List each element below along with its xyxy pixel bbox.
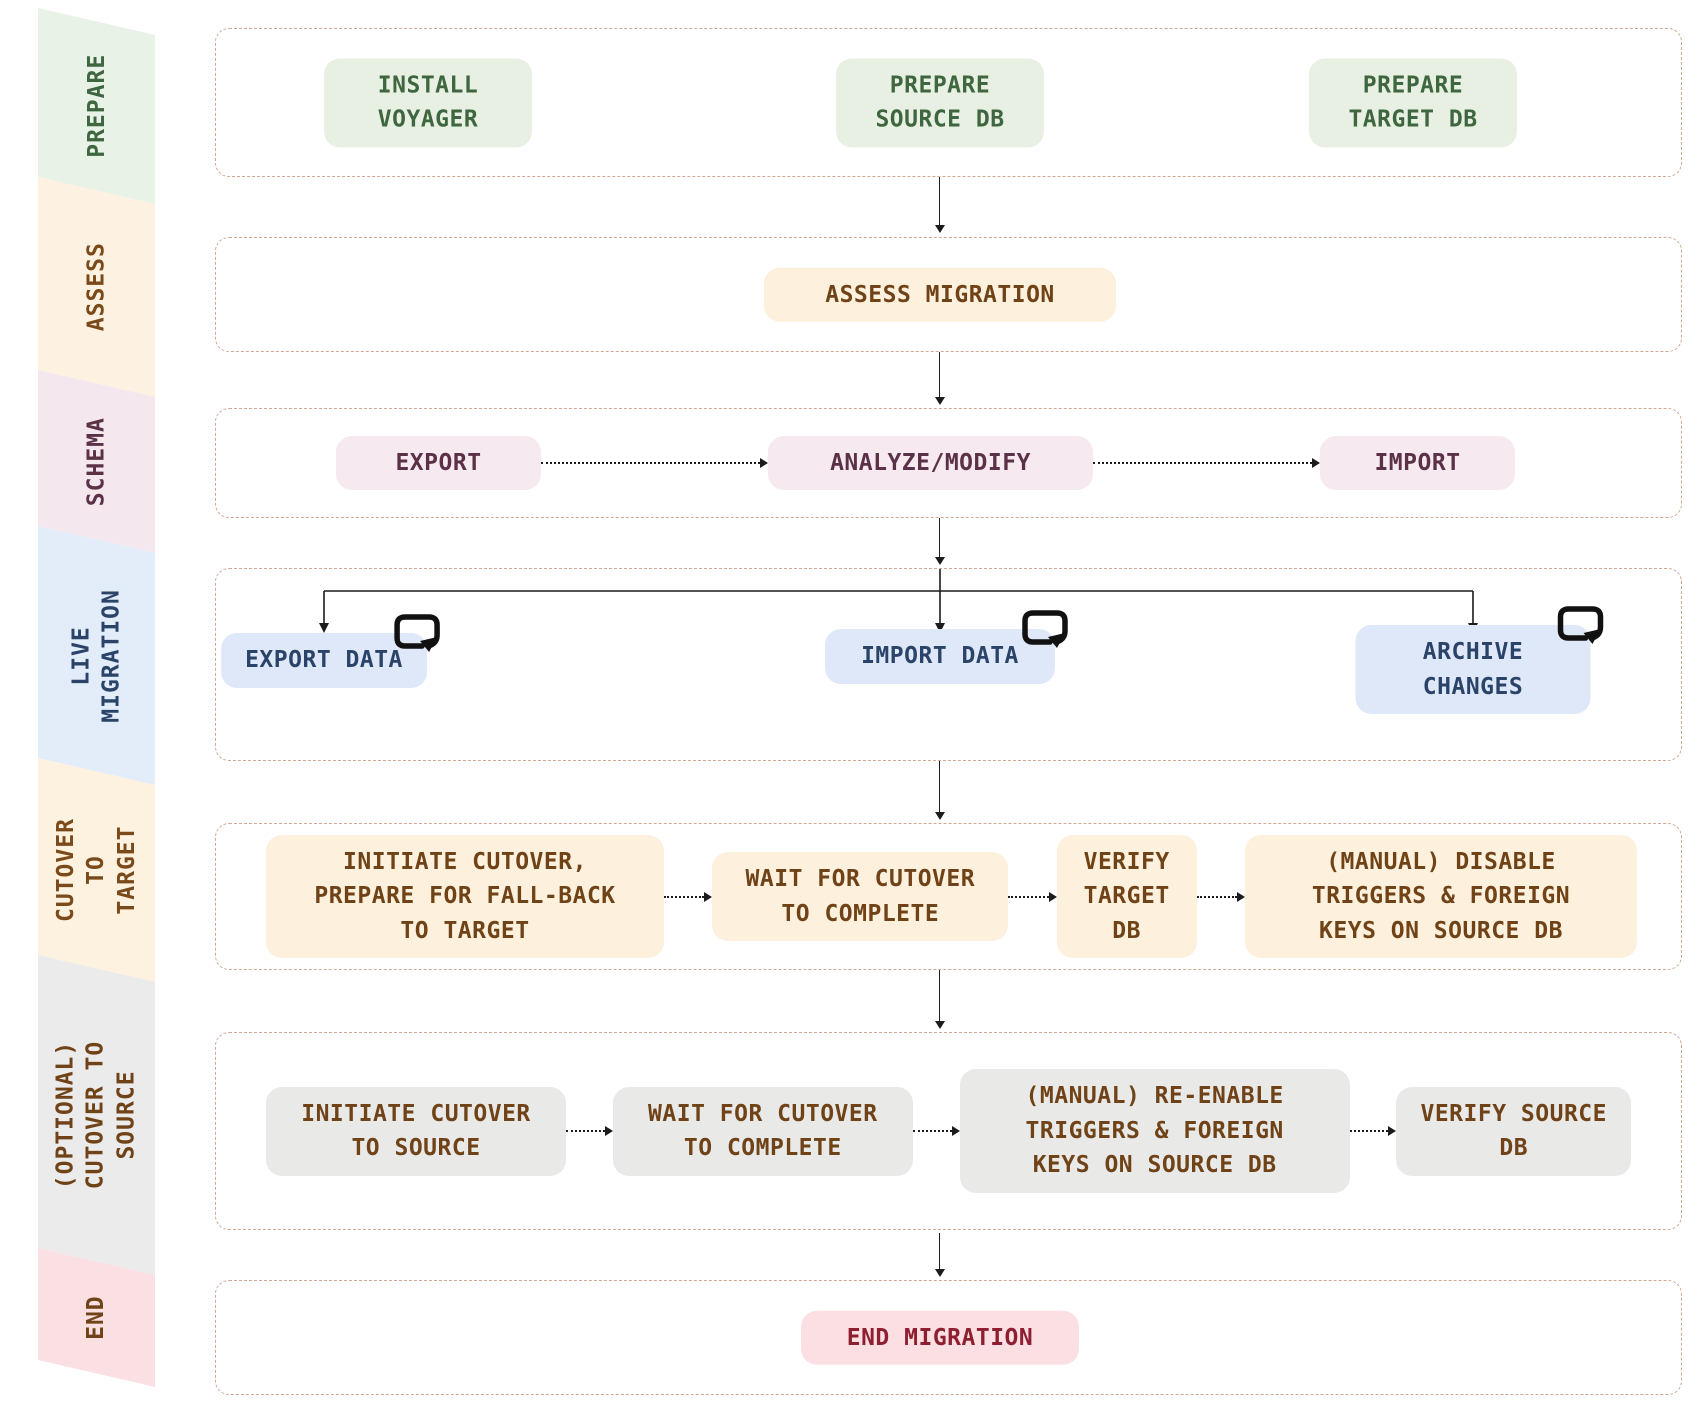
flow-arrow-live-to-cutover bbox=[933, 761, 946, 820]
phase-schema-label: SCHEMA bbox=[83, 416, 110, 507]
step-verify-target-db: VERIFY TARGET DB bbox=[1056, 834, 1197, 959]
step-wait-cutover-complete-source: WAIT FOR CUTOVER TO COMPLETE bbox=[612, 1086, 913, 1176]
step-prepare-source-db: PREPARE SOURCE DB bbox=[836, 58, 1044, 147]
step-analyze-modify-schema: ANALYZE/MODIFY bbox=[768, 435, 1093, 491]
flow-arrow-schema-to-live bbox=[933, 518, 946, 565]
step-export-data-label: EXPORT DATA bbox=[245, 647, 403, 673]
phase-cutover-to-target-label: CUTOVER TO TARGET bbox=[52, 818, 140, 922]
step-export-schema: EXPORT bbox=[336, 435, 541, 491]
dotted-arrow bbox=[913, 1126, 960, 1136]
phase-schema: SCHEMA bbox=[38, 370, 155, 554]
phase-optional-cutover-to-source-label: (OPTIONAL) CUTOVER TO SOURCE bbox=[52, 1040, 140, 1190]
loop-arrow-icon bbox=[394, 614, 440, 652]
loop-arrow-icon bbox=[1557, 606, 1604, 644]
step-import-data: IMPORT DATA bbox=[825, 610, 1068, 684]
flow-arrow-cutover-to-optional bbox=[933, 970, 946, 1029]
phase-assess-label: ASSESS bbox=[83, 242, 110, 332]
dotted-arrow bbox=[1008, 892, 1056, 902]
row-cutover-to-target: INITIATE CUTOVER, PREPARE FOR FALL-BACK … bbox=[215, 823, 1682, 970]
step-import-data-label: IMPORT DATA bbox=[861, 643, 1019, 669]
step-install-voyager: INSTALL VOYAGER bbox=[324, 58, 532, 147]
phase-cutover-to-target: CUTOVER TO TARGET bbox=[38, 758, 155, 983]
phase-prepare: PREPARE bbox=[38, 8, 155, 205]
phase-prepare-label: PREPARE bbox=[83, 54, 110, 158]
step-assess-migration: ASSESS MIGRATION bbox=[764, 267, 1116, 322]
step-end-migration: END MIGRATION bbox=[801, 1310, 1079, 1365]
phase-live-migration: LIVE MIGRATION bbox=[38, 526, 155, 786]
step-initiate-cutover-to-target: INITIATE CUTOVER, PREPARE FOR FALL-BACK … bbox=[266, 834, 664, 959]
step-import-schema: IMPORT bbox=[1320, 435, 1515, 491]
row-live-migration: EXPORT DATA IMPORT DATA ARCHIVE CHANGES bbox=[215, 568, 1682, 761]
step-archive-changes-label: ARCHIVE CHANGES bbox=[1422, 639, 1524, 700]
phase-ribbon: PREPARE ASSESS SCHEMA LIVE MIGRATION CUT… bbox=[38, 0, 155, 1388]
dotted-arrow bbox=[1350, 1126, 1397, 1136]
row-end: END MIGRATION bbox=[215, 1280, 1682, 1395]
dotted-arrow bbox=[541, 458, 768, 468]
step-archive-changes: ARCHIVE CHANGES bbox=[1355, 606, 1604, 714]
step-initiate-cutover-to-source: INITIATE CUTOVER TO SOURCE bbox=[266, 1086, 566, 1176]
loop-arrow-icon bbox=[1022, 610, 1068, 648]
phase-sidebar: PREPARE ASSESS SCHEMA LIVE MIGRATION CUT… bbox=[38, 0, 155, 1405]
dotted-arrow bbox=[566, 1126, 613, 1136]
step-manual-reenable-triggers: (MANUAL) RE-ENABLE TRIGGERS & FOREIGN KE… bbox=[959, 1069, 1350, 1193]
step-prepare-target-db: PREPARE TARGET DB bbox=[1309, 58, 1517, 147]
row-optional-cutover-to-source: INITIATE CUTOVER TO SOURCE WAIT FOR CUTO… bbox=[215, 1032, 1682, 1230]
phase-live-migration-label: LIVE MIGRATION bbox=[68, 588, 125, 723]
dotted-arrow bbox=[1093, 458, 1320, 468]
row-prepare: INSTALL VOYAGER PREPARE SOURCE DB PREPAR… bbox=[215, 28, 1682, 177]
dotted-arrow bbox=[664, 892, 712, 902]
row-schema: EXPORT ANALYZE/MODIFY IMPORT bbox=[215, 408, 1682, 518]
flow-arrow-assess-to-schema bbox=[933, 352, 946, 405]
phase-end-label: END bbox=[83, 1295, 110, 1340]
dotted-arrow bbox=[1197, 892, 1245, 902]
row-assess: ASSESS MIGRATION bbox=[215, 237, 1682, 352]
step-verify-source-db: VERIFY SOURCE DB bbox=[1396, 1086, 1631, 1176]
step-export-data: EXPORT DATA bbox=[221, 614, 440, 688]
phase-assess: ASSESS bbox=[38, 177, 155, 398]
step-manual-disable-triggers: (MANUAL) DISABLE TRIGGERS & FOREIGN KEYS… bbox=[1244, 834, 1637, 959]
phase-optional-cutover-to-source: (OPTIONAL) CUTOVER TO SOURCE bbox=[38, 955, 155, 1276]
step-wait-cutover-complete-target: WAIT FOR CUTOVER TO COMPLETE bbox=[712, 852, 1009, 941]
flow-arrow-prepare-to-assess bbox=[933, 177, 946, 233]
flow-arrow-optional-to-end bbox=[933, 1233, 946, 1277]
